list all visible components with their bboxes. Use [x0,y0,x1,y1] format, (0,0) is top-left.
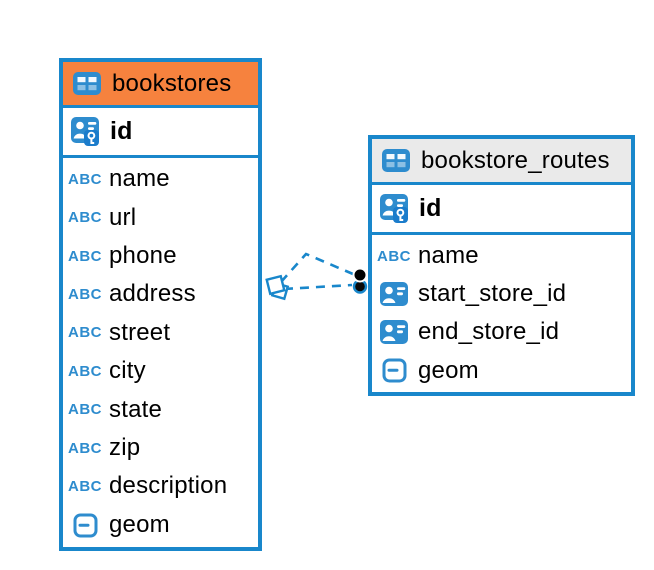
table-icon [70,72,104,95]
relationship-line-1-path[interactable] [280,252,354,283]
text-icon: ABC [68,209,102,227]
text-icon: ABC [68,401,102,419]
column-row-phone[interactable]: ABC phone [68,242,177,270]
entity-table-bookstore-routes[interactable]: bookstore_routes id ABC name start_store… [368,135,635,396]
text-icon: ABC [377,247,411,265]
many-end-dot-marker [352,267,368,294]
column-row-start_store_id[interactable]: start_store_id [372,275,631,313]
primary-key-label: id [110,117,133,145]
geometry-icon [377,358,411,383]
column-row-id[interactable]: id [63,108,258,158]
foreign-key-icon [377,320,411,344]
relationship-line-1[interactable] [280,252,354,283]
column-list: ABC name start_store_id end_store_id geo… [372,235,631,392]
text-icon: ABC [68,285,102,303]
primary-key-icon [68,116,102,147]
column-list: ABC name ABC url ABC phone ABC address A… [63,158,258,547]
relationship-line-2[interactable] [283,283,353,291]
text-icon: ABC [68,439,102,457]
column-row-city[interactable]: ABC city [68,357,146,385]
geometry-icon [68,513,102,538]
column-row-id[interactable]: id [372,185,631,235]
column-row-name[interactable]: ABC name [68,165,170,193]
entity-table-bookstores[interactable]: bookstores id ABC name ABC url ABC phone… [59,58,262,551]
column-row-street[interactable]: ABC street [68,318,171,346]
column-row-url[interactable]: ABC url [68,203,137,231]
column-row-zip[interactable]: ABC zip [68,434,141,462]
relationship-line-2-path[interactable] [283,283,353,291]
text-icon: ABC [68,247,102,265]
column-row-end_store_id[interactable]: end_store_id [372,313,631,351]
column-row-address[interactable]: ABC address [68,280,196,308]
table-header[interactable]: bookstore_routes [372,139,631,185]
column-row-state[interactable]: ABC state [68,395,163,423]
table-title: bookstores [112,69,232,97]
text-icon: ABC [68,324,102,342]
table-title: bookstore_routes [421,146,610,174]
text-icon: ABC [68,362,102,380]
foreign-key-icon [377,282,411,306]
table-header[interactable]: bookstores [63,62,258,108]
primary-key-icon [377,193,411,224]
column-row-geom[interactable]: geom [63,506,258,545]
text-icon: ABC [68,477,102,495]
column-row-description[interactable]: ABC description [68,472,228,500]
text-icon: ABC [68,170,102,188]
primary-key-label: id [419,194,442,222]
column-row-name[interactable]: ABC name [377,242,479,269]
table-icon [379,149,413,172]
column-row-geom[interactable]: geom [372,351,631,390]
